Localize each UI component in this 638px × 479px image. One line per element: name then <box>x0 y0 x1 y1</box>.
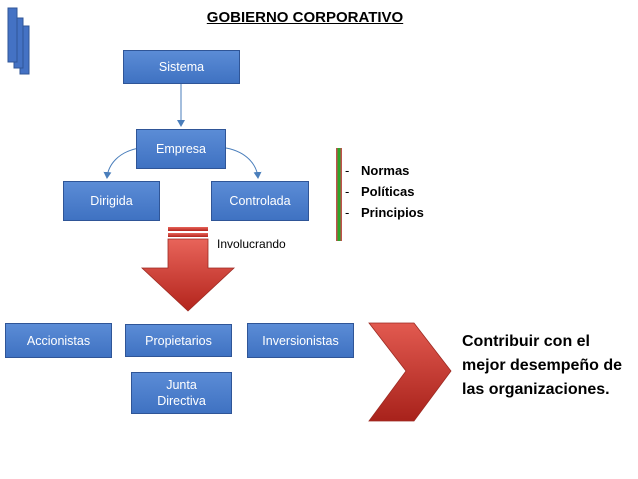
decorative-bars <box>7 7 30 75</box>
node-controlada: Controlada <box>211 181 309 221</box>
node-propietarios: Propietarios <box>125 324 232 357</box>
result-text: Contribuir con el mejor desempeño de las… <box>462 333 623 398</box>
principles-list: -Normas -Políticas -Principios <box>345 160 424 223</box>
node-sistema: Sistema <box>123 50 240 84</box>
list-item: -Políticas <box>345 184 415 199</box>
list-item-label: Normas <box>361 163 410 178</box>
node-junta-directiva: Junta Directiva <box>131 372 232 414</box>
list-item-label: Políticas <box>361 184 415 199</box>
page-title: GOBIERNO CORPORATIVO <box>206 9 404 26</box>
list-item: -Normas <box>345 163 410 178</box>
node-accionistas: Accionistas <box>5 323 112 358</box>
list-item-label: Principios <box>361 205 424 220</box>
arrow-empresa-dirigida <box>103 147 140 179</box>
node-empresa: Empresa <box>136 129 226 169</box>
down-arrow <box>140 227 236 312</box>
list-item: -Principios <box>345 205 424 220</box>
arrow-empresa-controlada <box>225 147 262 179</box>
chevron-arrow <box>368 322 452 422</box>
node-dirigida: Dirigida <box>63 181 160 221</box>
label-involucrando: Involucrando <box>217 237 286 251</box>
node-inversionistas: Inversionistas <box>247 323 354 358</box>
